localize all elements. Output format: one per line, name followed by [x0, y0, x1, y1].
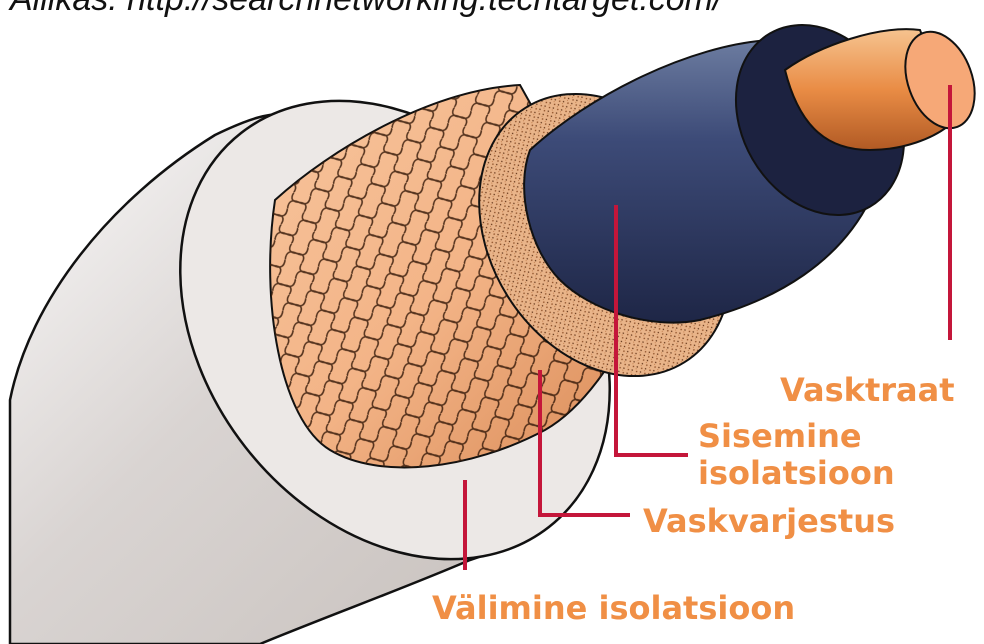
label-inner-insulation-line1: Sisemine — [698, 418, 862, 454]
label-copper-wire: Vasktraat — [780, 372, 955, 408]
label-copper-shield: Vaskvarjestus — [643, 503, 895, 539]
label-outer-insulation: Välimine isolatsioon — [432, 590, 795, 626]
label-inner-insulation-line2: isolatsioon — [698, 455, 895, 491]
